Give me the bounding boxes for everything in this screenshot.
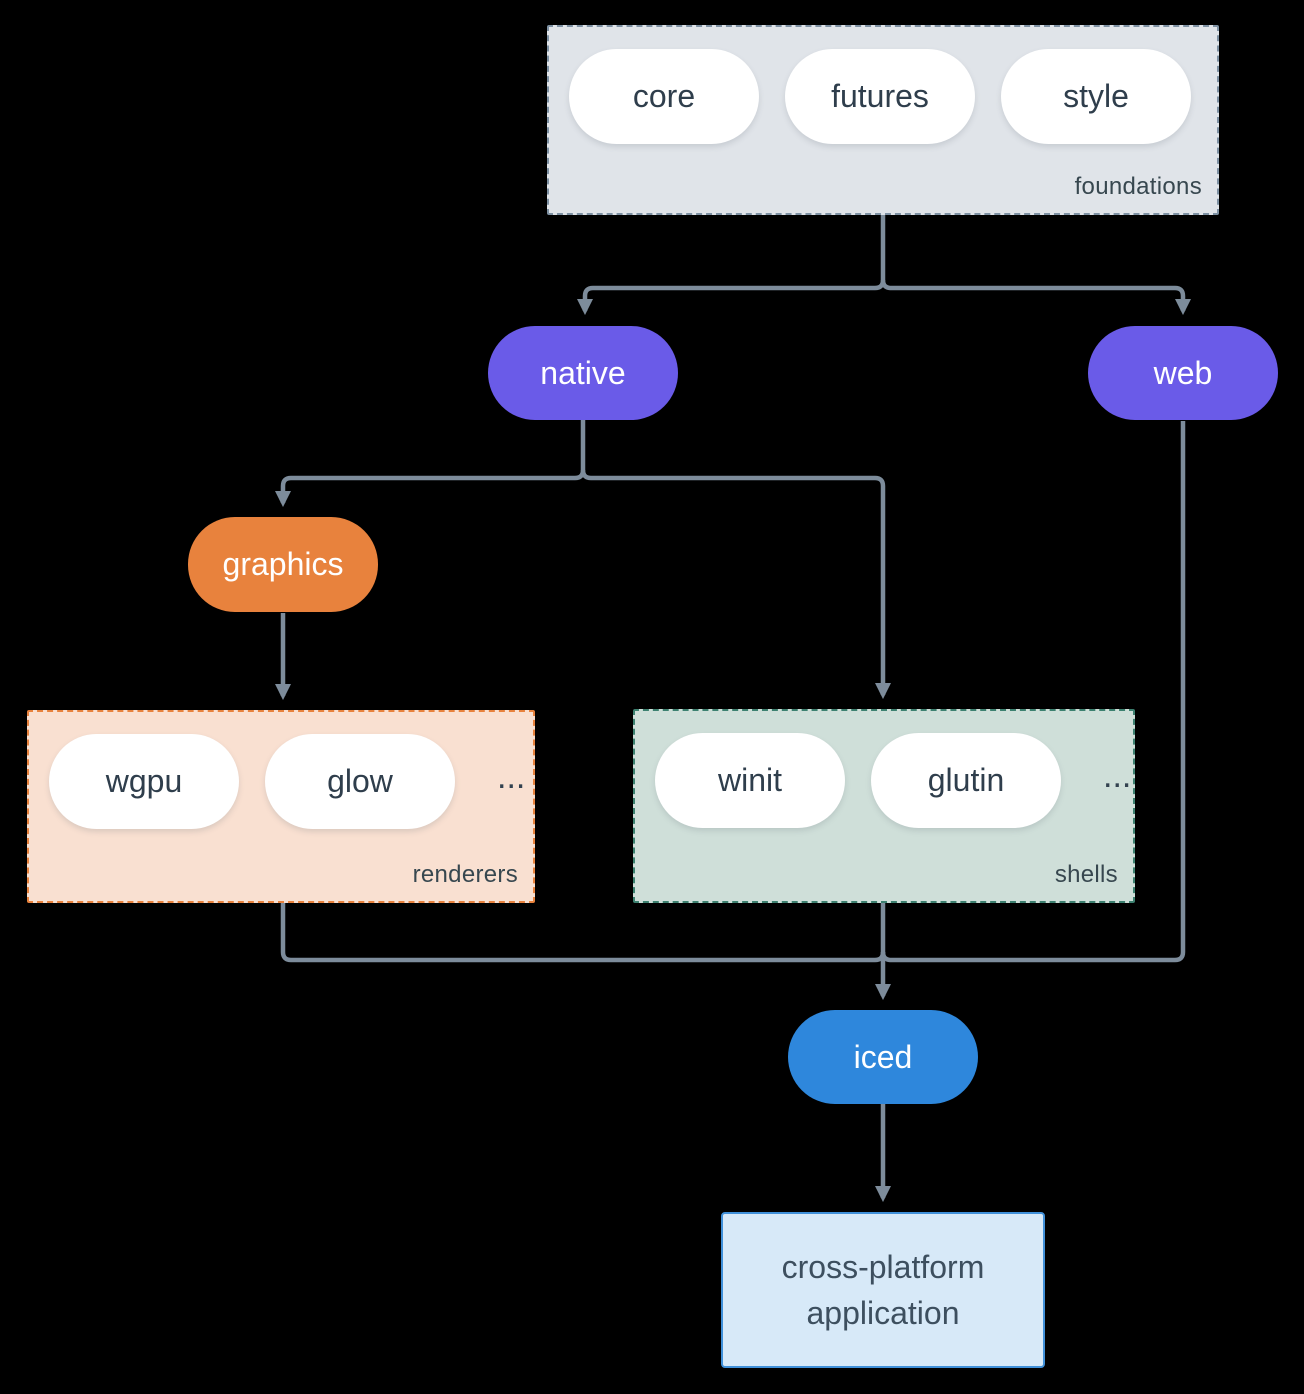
node-glow: glow (265, 734, 455, 829)
renderers-ellipsis: ... (497, 758, 526, 796)
application-label-line2: application (806, 1295, 960, 1331)
foundations-pills: core futures style (549, 27, 1217, 144)
node-wgpu: wgpu (49, 734, 239, 829)
group-renderers: wgpu glow ... renderers (27, 710, 535, 903)
node-core: core (569, 49, 759, 144)
shells-ellipsis: ... (1103, 757, 1132, 795)
edge-foundations-web (880, 279, 1192, 316)
group-shells: winit glutin ... shells (633, 709, 1135, 903)
edge-native-shells (580, 469, 892, 700)
application-label-line1: cross-platform (781, 1248, 985, 1285)
node-graphics: graphics (188, 517, 378, 612)
node-iced: iced (788, 1010, 978, 1104)
node-web: web (1088, 326, 1278, 420)
node-style: style (1001, 49, 1191, 144)
node-cross-platform-application: cross-platform application (721, 1212, 1045, 1368)
node-native: native (488, 326, 678, 420)
shells-pills: winit glutin ... (635, 711, 1133, 828)
node-winit: winit (655, 733, 845, 828)
edge-foundations-native (576, 215, 886, 316)
foundations-label: foundations (1074, 173, 1202, 200)
shells-label: shells (1054, 861, 1118, 888)
edge-native-graphics (274, 420, 586, 508)
node-glutin: glutin (871, 733, 1061, 828)
node-futures: futures (785, 49, 975, 144)
renderers-pills: wgpu glow ... (29, 712, 533, 829)
edge-renderers-merge (280, 903, 886, 963)
renderers-label: renderers (412, 861, 518, 888)
group-foundations: core futures style foundations (547, 25, 1219, 215)
